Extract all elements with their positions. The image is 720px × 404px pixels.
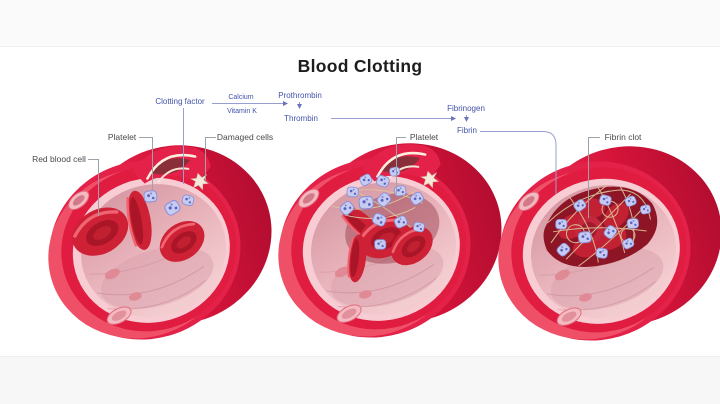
- label-thrombin: Thrombin: [284, 114, 318, 123]
- vessel-stage-3: [474, 123, 720, 365]
- damaged-cells-line: [205, 137, 216, 182]
- fibrin-line: [480, 131, 557, 194]
- label-calcium: Calcium: [228, 94, 254, 101]
- label-fibrinogen: Fibrinogen: [447, 104, 485, 113]
- label-platelet-left: Platelet: [107, 132, 137, 142]
- bottom-band: [0, 356, 720, 404]
- platelet-middle-line: [396, 137, 406, 194]
- label-vitamin-k: Vitamin K: [227, 108, 257, 115]
- fibrin-mesh: [547, 184, 651, 267]
- flowchart-lines: [183, 101, 557, 194]
- label-prothrombin: Prothrombin: [278, 91, 322, 100]
- label-clotting-factor: Clotting factor: [155, 97, 205, 106]
- fibrin-clot-line: [588, 137, 600, 218]
- label-red-blood-cell: Red blood cell: [32, 154, 86, 164]
- label-fibrin-clot: Fibrin clot: [604, 132, 642, 142]
- top-band: [0, 0, 720, 47]
- platelet-left-line: [139, 137, 153, 190]
- red-blood-cell-line: [88, 159, 99, 216]
- page-title: Blood Clotting: [297, 56, 423, 76]
- vessel-stage-2: [254, 120, 525, 362]
- label-damaged-cells: Damaged cells: [216, 132, 274, 142]
- label-platelet-middle: Platelet: [409, 132, 439, 142]
- part-label-lines: [88, 137, 600, 218]
- label-fibrin: Fibrin: [456, 126, 478, 135]
